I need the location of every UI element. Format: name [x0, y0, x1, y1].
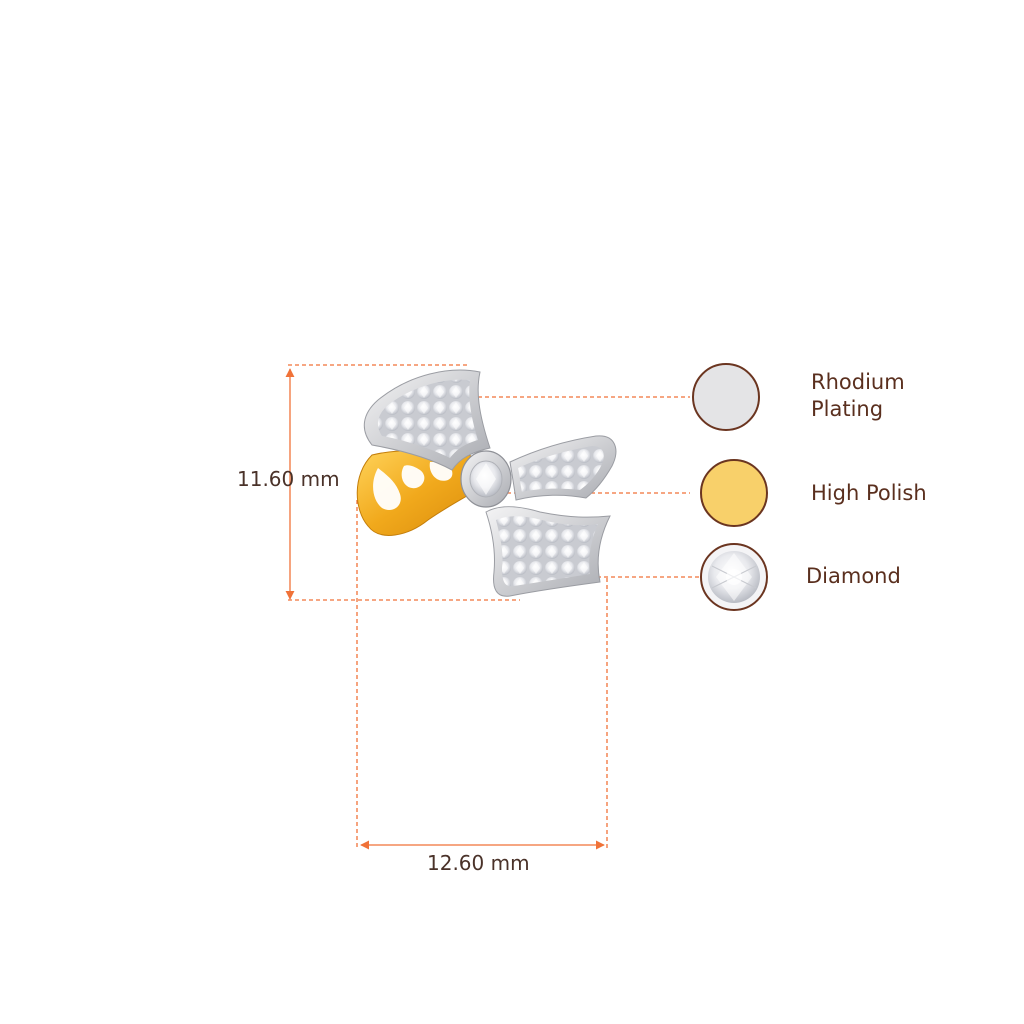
- upper-petal-icon: [363, 369, 491, 471]
- high-polish-label: High Polish: [811, 481, 927, 505]
- right-petal-icon: [509, 435, 617, 501]
- rhodium-plating-label: Rhodium Plating: [811, 370, 905, 421]
- height-dimension-label: 11.60 mm: [237, 467, 340, 491]
- gold-shank-icon: [356, 450, 481, 536]
- diamond-swatch-icon: [700, 543, 768, 611]
- width-dimension-label: 12.60 mm: [427, 851, 530, 875]
- diamond-label: Diamond: [806, 564, 901, 588]
- width-dimension-line: [356, 500, 608, 850]
- center-stone-icon: [460, 450, 512, 508]
- polish-swatch-icon: [700, 459, 768, 527]
- rhodium-swatch-icon: [692, 363, 760, 431]
- lower-petal-icon: [485, 506, 611, 597]
- height-dimension-line: [285, 364, 520, 601]
